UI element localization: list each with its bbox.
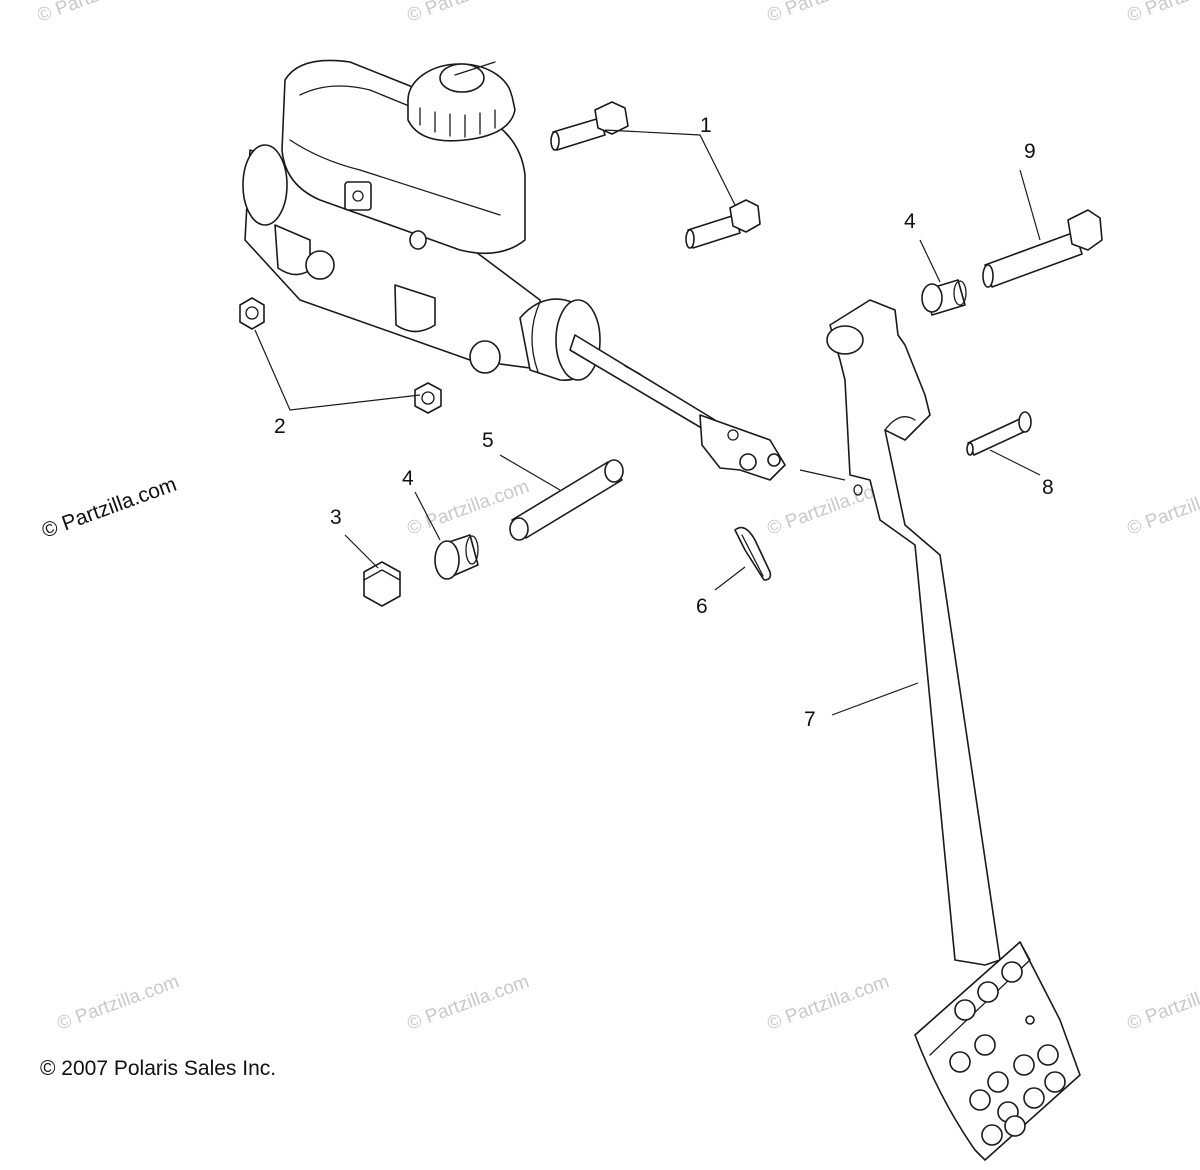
leader-lines [254, 129, 1041, 716]
watermark: © Partzilla.com [405, 971, 532, 1035]
brake-pedal [826, 299, 1081, 1161]
callout-labels: 1 2 3 4 5 6 7 8 9 4 [274, 114, 1054, 731]
push-rod-assembly [519, 298, 786, 481]
watermark: © Partzilla.com [35, 0, 162, 27]
watermark: © Partzilla.com [1125, 476, 1200, 540]
reservoir-cap [407, 61, 516, 142]
callout-6: 6 [696, 595, 708, 618]
watermark: © Partzilla.com [1125, 971, 1200, 1035]
callout-1: 1 [700, 114, 712, 137]
nut-lower [414, 382, 442, 414]
watermark: © Partzilla.com [55, 971, 182, 1035]
mounting-bolt-lower [685, 199, 761, 249]
callout-8: 8 [1042, 476, 1054, 499]
callout-2: 2 [274, 415, 286, 438]
cotter-pin [734, 526, 772, 581]
callout-3: 3 [330, 506, 342, 529]
copyright-notice: © 2007 Polaris Sales Inc. [40, 1057, 276, 1080]
mounting-bolt-upper [550, 101, 629, 151]
watermark: © Partzilla.com [765, 971, 892, 1035]
pedal-pad-holes [949, 961, 1066, 1146]
partzilla-label: © Partzilla.com [39, 473, 180, 543]
watermark: © Partzilla.com [765, 0, 892, 27]
watermark: © Partzilla.com [1125, 0, 1200, 27]
callout-4-upper: 4 [904, 210, 916, 233]
nut-upper [239, 297, 265, 330]
watermark: © Partzilla.com [405, 0, 532, 27]
callout-7: 7 [804, 708, 816, 731]
pivot-bolt [982, 209, 1103, 288]
callout-9: 9 [1024, 140, 1036, 163]
callout-4-lower: 4 [402, 467, 414, 490]
pivot-sleeve [509, 459, 624, 541]
bushing-lower [434, 534, 479, 580]
callout-5: 5 [482, 429, 494, 452]
bushing-upper [921, 279, 967, 316]
clevis-pin [966, 411, 1032, 456]
pedal-pivot-nut [363, 561, 401, 607]
